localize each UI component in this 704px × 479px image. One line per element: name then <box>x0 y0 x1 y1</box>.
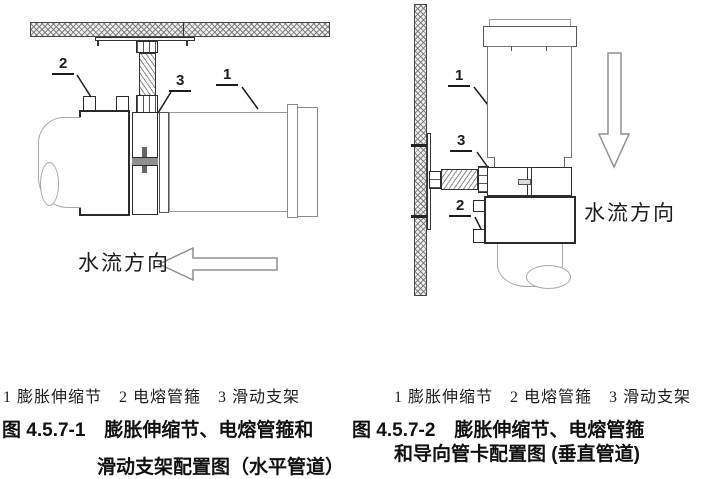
callout-left-3: 3 <box>169 73 192 92</box>
flow-direction-text-left: 水流方向 <box>78 251 170 275</box>
legend-right: 1 膨胀伸缩节 2 电熔管箍 3 滑动支架 <box>394 389 692 406</box>
pipe-reducer-section <box>494 157 565 168</box>
wall-joint-lower <box>411 215 429 218</box>
ceiling-joint-line <box>183 22 184 37</box>
hanger-mount-plate <box>95 37 195 41</box>
inlet-pipe-opening <box>40 162 59 206</box>
figure-title-right-line1: 图 4.5.7-2 膨胀伸缩节、电熔管箍 <box>352 420 645 441</box>
clamp-tab-bottom <box>473 229 485 243</box>
clamp-tab-right <box>116 96 129 111</box>
hanger-threaded-rod <box>139 53 156 96</box>
callout-left-1: 1 <box>216 67 239 86</box>
outlet-pipe-opening <box>526 265 571 289</box>
expansion-joint-body-vertical <box>487 46 572 158</box>
pipe-tick-left <box>511 46 512 51</box>
callout-right-3: 3 <box>450 133 473 152</box>
clamp-tab-top <box>473 200 485 212</box>
callout-right-2: 2 <box>449 198 472 217</box>
flow-arrow-down-icon <box>598 52 631 169</box>
support-bolt <box>518 179 531 185</box>
pipe-tick-right <box>546 46 547 51</box>
wall-slab <box>414 4 427 296</box>
rod-nut-wall <box>429 171 441 189</box>
support-bolt-bottom <box>142 166 147 173</box>
sliding-support-band <box>132 157 158 166</box>
pipe-top-bell <box>483 26 577 47</box>
flow-direction-text-right: 水流方向 <box>584 201 676 225</box>
callout-left-2: 2 <box>52 56 75 75</box>
expansion-joint-body-horizontal <box>169 112 288 212</box>
electrofusion-clamp-vertical <box>484 196 576 244</box>
callout-right-1: 1 <box>448 68 471 87</box>
guide-threaded-rod <box>441 169 478 190</box>
clamp-tab-left <box>83 96 96 111</box>
figure-title-left-line1: 图 4.5.7-1 膨胀伸缩节、电熔管箍和 <box>2 420 314 441</box>
plate-hook-left <box>97 41 99 46</box>
hanger-sleeve-top <box>136 41 158 53</box>
figure-title-left-line2: 滑动支架配置图（水平管道） <box>97 457 345 478</box>
expansion-joint-collar <box>159 112 169 213</box>
electrofusion-clamp-horizontal <box>79 110 130 216</box>
hanger-sleeve-bottom <box>136 95 158 113</box>
plate-hook-right <box>186 41 188 46</box>
legend-left: 1 膨胀伸缩节 2 电熔管箍 3 滑动支架 <box>3 389 301 406</box>
ceiling-slab <box>30 22 330 37</box>
support-bolt-top <box>142 147 147 157</box>
figure-title-right-line2: 和导向管卡配置图 (垂直管道) <box>394 444 640 465</box>
flow-arrow-left-icon <box>157 246 278 282</box>
expansion-joint-bell <box>297 107 318 217</box>
wall-joint-upper <box>411 144 429 147</box>
